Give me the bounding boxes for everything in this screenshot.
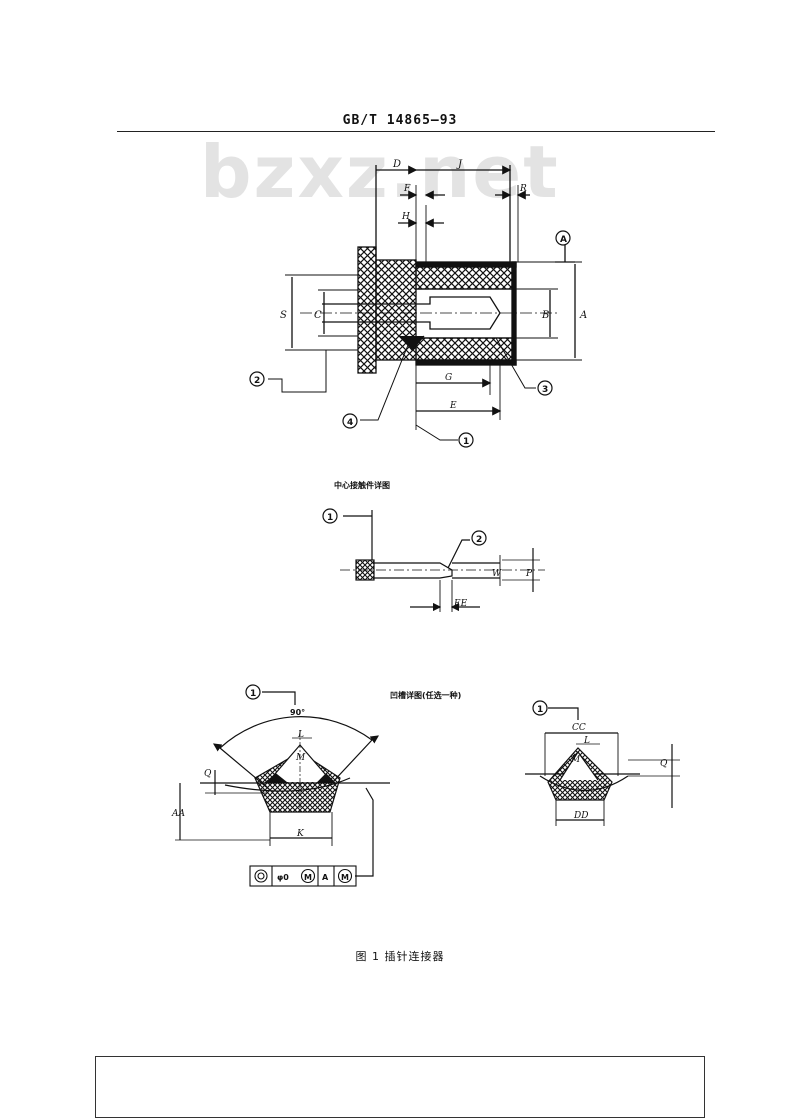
- crimp-left-dim-M: M: [295, 753, 306, 763]
- pin-dim-P: P: [525, 569, 533, 579]
- callout-2: 2: [254, 376, 260, 386]
- crimp-left-lines: [175, 691, 390, 877]
- dim-C: C: [314, 310, 322, 321]
- callout-1: 1: [463, 437, 469, 447]
- callout-3: 3: [542, 385, 548, 395]
- dim-E: E: [449, 401, 457, 411]
- dim-F: F: [403, 184, 411, 194]
- crimp-left-dim-L: L: [297, 730, 304, 740]
- connector-drawing: D J F R H A B S C G E A 2 3 4 1: [171, 159, 680, 887]
- document-page: GB/T 14865—93 bzxz.net: [95, 113, 715, 1118]
- footer-frame: [95, 1056, 705, 1118]
- crimp-left-dim-Q: Q: [204, 769, 212, 779]
- callout-datum-a: A: [560, 235, 567, 245]
- callout-4: 4: [347, 418, 353, 428]
- fcf-tolerance: φ0: [277, 873, 289, 882]
- pin-callout-1: 1: [327, 513, 333, 523]
- header-rule: [117, 131, 715, 132]
- pin-dim-EE: EE: [453, 599, 468, 609]
- fcf-modifier-1: M: [304, 873, 312, 882]
- crimp-right-callout: 1: [537, 705, 543, 715]
- crimp-right-dim-L: L: [583, 736, 590, 746]
- fcf-datum: A: [322, 873, 329, 882]
- crimp-right-dim-CC: CC: [572, 723, 586, 733]
- dim-D: D: [392, 159, 401, 170]
- dim-R: R: [519, 184, 527, 194]
- fcf-modifier-2: M: [341, 873, 349, 882]
- dim-S: S: [280, 310, 287, 321]
- dim-H: H: [401, 212, 410, 222]
- dim-A: A: [579, 310, 587, 321]
- crimp-left-dim-K: K: [296, 829, 305, 839]
- dim-G: G: [445, 373, 452, 383]
- crimp-right-lines: [525, 707, 680, 826]
- dim-J: J: [456, 159, 463, 170]
- figure-caption: 图 1 插针连接器: [355, 950, 445, 963]
- crimp-right-dim-M: M: [570, 755, 581, 765]
- crimp-angle: 90°: [290, 708, 305, 717]
- crimp-right-dim-Q: Q: [660, 759, 668, 769]
- crimp-detail-caption: 凹槽详图(任选一种): [390, 691, 462, 700]
- pin-callout-2: 2: [476, 535, 482, 545]
- crimp-left-dim-AA: AA: [171, 809, 185, 819]
- standard-number: GB/T 14865—93: [342, 113, 458, 128]
- crimp-right-dim-DD: DD: [573, 811, 588, 821]
- feature-control-frame: [249, 865, 357, 887]
- watermark: bzxz.net: [200, 130, 560, 214]
- dim-B: B: [541, 310, 549, 321]
- pin-detail-caption: 中心接触件详图: [334, 481, 390, 490]
- pin-detail-lines: [340, 510, 545, 612]
- crimp-left-callout: 1: [250, 689, 256, 699]
- top-section-lines: [268, 165, 582, 441]
- pin-dim-W: W: [492, 569, 502, 579]
